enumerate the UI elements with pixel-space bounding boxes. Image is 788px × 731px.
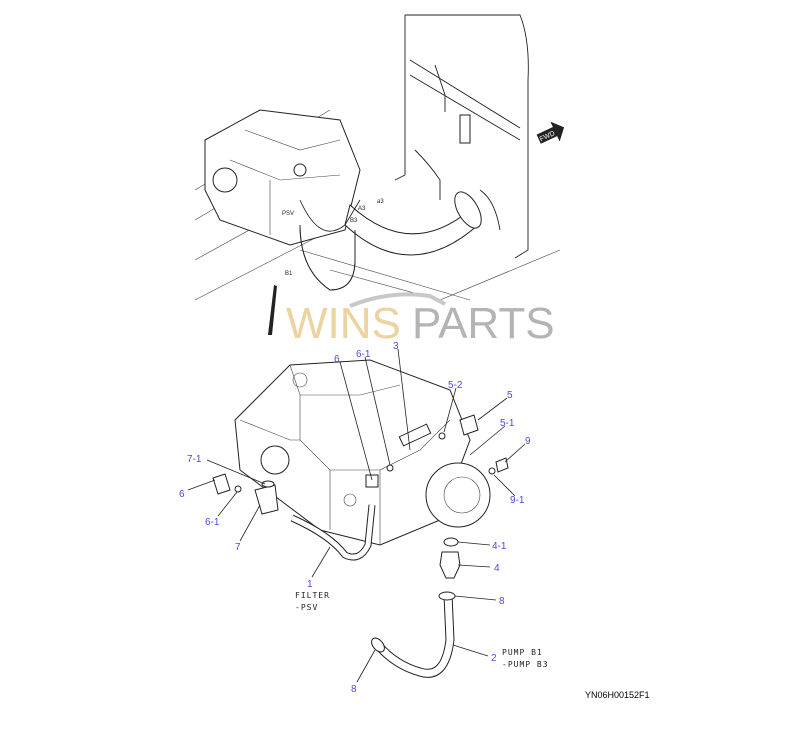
callout-9: 9 [525,436,531,447]
callout-7-1: 7-1 [187,454,202,465]
callout-6-left: 6 [179,489,185,500]
hose-1-note-line-1: FILTER [295,591,330,600]
hose-2-note-line-2: -PUMP B3 [502,660,549,669]
callout-9-1: 9-1 [510,495,525,506]
leader-lines [187,348,526,683]
pump-detail [212,359,509,678]
callout-7: 7 [235,542,241,553]
watermark-text-1: WINS [286,299,401,348]
overview-assembly: B1 PSV A3 B3 a3 FWD [194,14,565,335]
watermark: WINS PARTS [286,292,555,348]
hose-2-note-line-1: PUMP B1 [502,648,543,657]
callout-4-1: 4-1 [492,541,507,552]
callout-8-top: 8 [499,596,505,607]
callout-5-2: 5-2 [448,380,463,391]
watermark-text-2: PARTS [412,299,555,348]
port-label-b3: B3 [350,218,358,224]
callout-labels: 6 6-1 3 5-2 5 5-1 9 9-1 7-1 6 6-1 7 4-1 … [179,341,531,695]
callout-6: 6 [334,354,340,365]
drawing-code: YN06H00152F1 [585,690,650,700]
callout-6-1-left: 6-1 [205,517,220,528]
port-label-a3: A3 [358,206,366,212]
port-label-psv: PSV [282,211,294,217]
callout-2: 2 [491,653,497,664]
callout-1: 1 [307,579,313,590]
port-label-b1: B1 [285,271,293,277]
callout-4: 4 [494,563,500,574]
callout-6-1: 6-1 [356,349,371,360]
fwd-label: FWD [539,130,556,143]
detail-pointer-arrow [268,285,277,335]
port-label-a3-lower: a3 [377,199,384,205]
hose-1-note-line-2: -PSV [295,603,318,612]
callout-8-bottom: 8 [351,684,357,695]
callout-3: 3 [393,341,399,352]
callout-5: 5 [507,390,513,401]
fwd-arrow-icon: FWD [536,121,565,144]
callout-5-1: 5-1 [500,418,515,429]
